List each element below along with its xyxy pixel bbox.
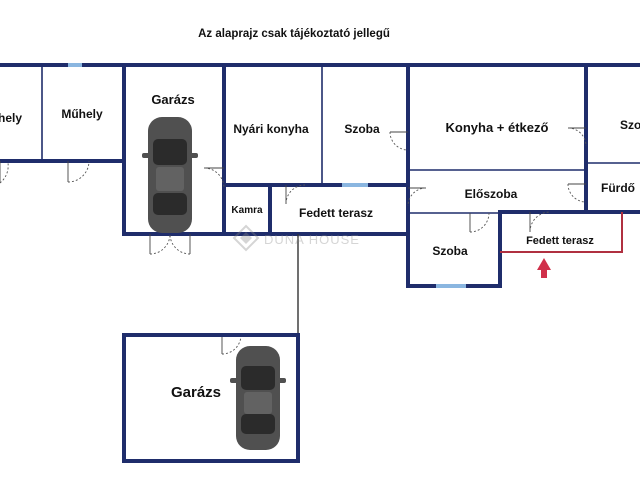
room-label-fedett-terasz-1: Fedett terasz [299,206,373,220]
room-label-kamra: Kamra [231,205,263,216]
room-label-garazs-bottom: Garázs [171,384,221,401]
car-icon [230,346,286,450]
building-walls [0,63,640,335]
watermark: DUNA HOUSE [232,224,360,252]
door-swings [0,127,587,355]
room-label-furdo: Fürdő [601,181,635,195]
room-label-fedett-terasz-2: Fedett terasz [526,235,594,247]
plan-caption: Az alaprajz csak tájékoztató jellegű [198,28,390,40]
duna-house-logo-icon [232,224,260,252]
car-icon [142,117,198,233]
room-labels: hely Műhely Garázs Nyári konyha Szoba Ko… [0,92,640,401]
room-label-muhely-left: hely [0,111,22,125]
room-label-muhely: Műhely [61,107,103,121]
bottom-garage-outline [122,333,300,463]
room-label-nyari-konyha: Nyári konyha [233,122,309,136]
room-label-eloszoba: Előszoba [465,187,518,201]
room-label-szoba-1: Szoba [344,122,380,136]
watermark-text: DUNA HOUSE [264,232,360,247]
room-label-konyha-etkezo: Konyha + étkező [446,120,549,135]
arrow-up-icon [537,258,551,278]
windows [68,63,466,288]
room-label-garazs-top: Garázs [151,92,194,107]
room-label-szoba-right: Szo [620,118,640,132]
room-label-szoba-2: Szoba [432,244,468,258]
